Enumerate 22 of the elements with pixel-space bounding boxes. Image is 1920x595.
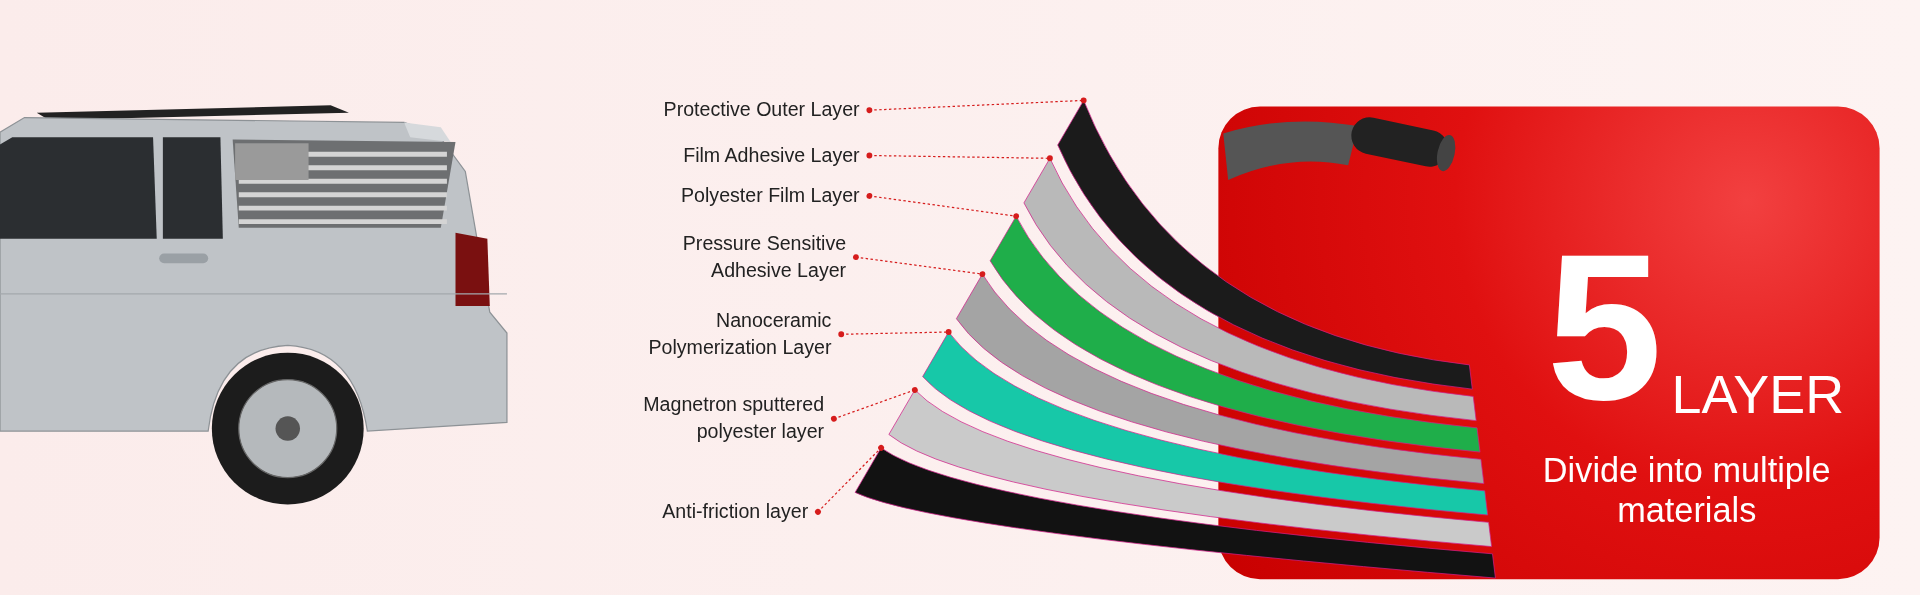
layer-word: LAYER: [1671, 363, 1845, 425]
layer-label: Film Adhesive Layer: [590, 142, 860, 169]
leader-line: [815, 444, 885, 515]
leader-line: [866, 193, 1020, 220]
film-layer: [888, 389, 1492, 547]
layer-label: Anti-friction layer: [538, 498, 809, 526]
film-layer: [1057, 100, 1473, 390]
leader-line: [866, 152, 1053, 162]
layer-label: Nanoceramic Polymerization Layer: [611, 307, 832, 362]
panel-caption: Divide into multiple materials: [1541, 451, 1832, 531]
layer-label: Magnetron sputtered polyester layer: [597, 391, 825, 446]
layer-label: Polyester Film Layer: [590, 182, 860, 210]
film-layer: [922, 331, 1489, 516]
layer-label: Pressure Sensitive Adhesive Layer: [644, 230, 847, 285]
film-layer: [956, 273, 1485, 484]
layer-label: Protective Outer Layer: [590, 96, 860, 124]
leader-line: [853, 254, 986, 278]
leader-line: [866, 97, 1087, 114]
layer-count-number: 5: [1546, 222, 1663, 431]
leader-line: [830, 387, 918, 422]
film-layer: [854, 447, 1496, 579]
leader-line: [838, 329, 952, 338]
